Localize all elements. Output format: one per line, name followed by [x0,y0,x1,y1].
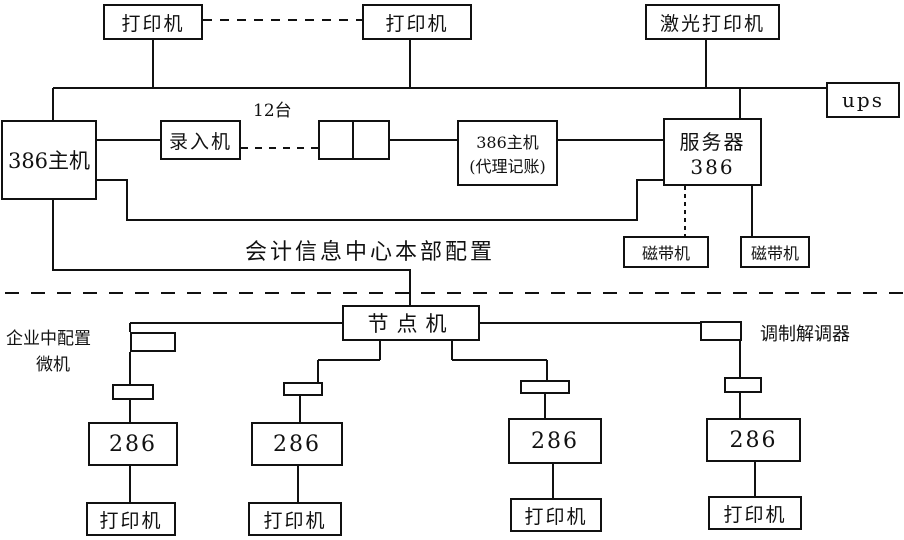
pc-286-4-label: 286 [729,427,778,453]
pc-286-4: 286 [706,418,801,462]
printer-top-1: 打印机 [103,4,203,40]
tape-drive-2-label: 磁带机 [750,244,799,263]
enterprise-label-line2: 微机 [36,355,70,375]
host-386-left-label: 386主机 [7,149,91,173]
printer-top-2: 打印机 [362,4,472,40]
pc-286-2-label: 286 [273,431,321,457]
printer-bottom-2: 打印机 [248,502,342,536]
adapter-1 [112,384,154,400]
host-386-left: 386主机 [1,120,97,200]
pc-286-3-label: 286 [531,428,579,454]
adapter-3 [520,380,570,394]
node-machine: 节点机 [342,305,480,341]
input-machine-label: 录入机 [168,130,232,153]
printer-bottom-4: 打印机 [708,496,802,530]
host-386-proxy-label: 386主机 [476,133,539,152]
node-machine-label: 节点机 [367,312,455,336]
printer-bottom-1: 打印机 [86,502,176,536]
pc-286-1-label: 286 [109,431,157,457]
server-model: 386 [690,154,735,179]
input-machine-cell [352,120,390,160]
pc-286-1: 286 [88,422,178,466]
adapter-2 [283,382,323,396]
input-count: 12台 [253,101,292,121]
printer-bottom-3: 打印机 [510,498,602,532]
printer-top-2-label: 打印机 [385,12,449,35]
ups-box: ups [826,82,900,118]
input-machine: 录入机 [160,120,241,160]
center-section-title: 会计信息中心本部配置 [245,240,496,265]
printer-bottom-1-label: 打印机 [99,509,163,532]
input-machine-cell [318,120,354,160]
tape-drive-2: 磁带机 [740,236,810,268]
tape-drive-1-label: 磁带机 [641,244,690,263]
pc-286-3: 286 [508,418,602,464]
modem-box [700,321,742,341]
ups-label: ups [842,88,884,112]
host-386-proxy-note: (代理记账) [469,157,546,176]
adapter-4 [724,377,762,393]
server-386: 服务器 386 [663,118,762,186]
pc-286-2: 286 [251,422,343,466]
enterprise-label-line1: 企业中配置 [6,329,91,349]
tape-drive-1: 磁带机 [623,236,709,268]
printer-bottom-4-label: 打印机 [723,503,787,526]
laser-printer-label: 激光打印机 [659,12,765,35]
server-label: 服务器 [679,129,746,154]
printer-bottom-3-label: 打印机 [524,505,588,528]
modem-box [130,332,176,352]
host-386-proxy: 386主机 (代理记账) [457,120,558,186]
printer-bottom-2-label: 打印机 [263,509,327,532]
modem-label: 调制解调器 [760,324,850,345]
printer-top-1-label: 打印机 [121,12,185,35]
laser-printer: 激光打印机 [645,4,780,40]
